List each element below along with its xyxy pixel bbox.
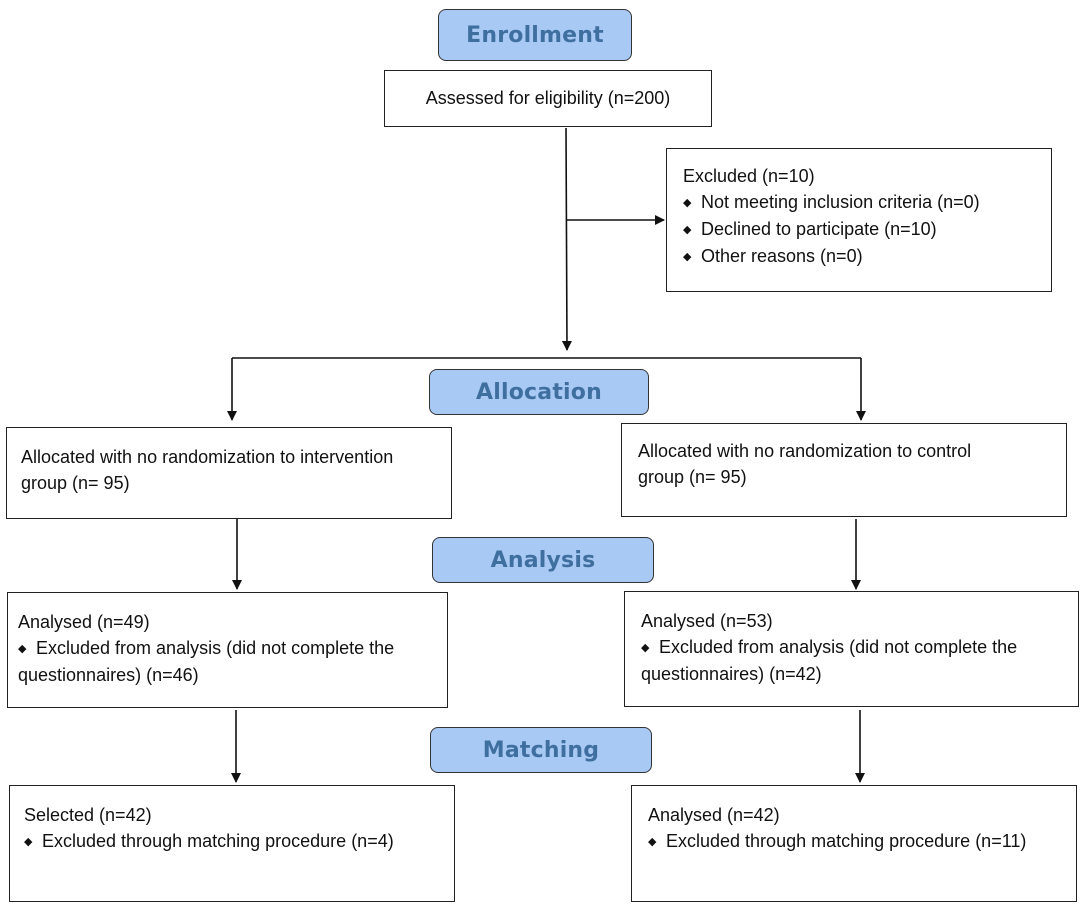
- excluded-item: ◆Not meeting inclusion criteria (n=0): [683, 189, 1051, 216]
- analysed-control-line2: questionnaires) (n=42): [641, 664, 822, 684]
- diamond-bullet-icon: ◆: [683, 251, 692, 263]
- analysed-control-bullet: ◆Excluded from analysis (did not complet…: [641, 634, 1078, 661]
- stage-matching: Matching: [430, 727, 652, 773]
- analysed-intervention-title: Analysed (n=49): [18, 612, 150, 632]
- excluded-item: ◆Other reasons (n=0): [683, 243, 1051, 270]
- stage-enrollment: Enrollment: [438, 9, 632, 61]
- selected-intervention-title: Selected (n=42): [24, 805, 152, 825]
- assessed-text: Assessed for eligibility (n=200): [425, 88, 671, 108]
- matched-control-bullet: ◆Excluded through matching procedure (n=…: [648, 828, 1076, 855]
- allocated-control-line1: Allocated with no randomization to contr…: [638, 441, 972, 461]
- connector-main-vertical: [561, 127, 572, 351]
- diamond-bullet-icon: ◆: [24, 836, 33, 848]
- analysed-control-title: Analysed (n=53): [641, 611, 773, 631]
- allocated-control-box: Allocated with no randomization to contr…: [621, 423, 1067, 517]
- allocated-intervention-box: Allocated with no randomization to inter…: [6, 427, 452, 519]
- analysed-control-box: Analysed (n=53) ◆Excluded from analysis …: [624, 591, 1079, 707]
- selected-intervention-box: Selected (n=42) ◆Excluded through matchi…: [9, 785, 455, 902]
- excluded-box: Excluded (n=10) ◆Not meeting inclusion c…: [666, 148, 1052, 292]
- allocated-intervention-line2: group (n= 95): [21, 473, 130, 493]
- excluded-item: ◆Declined to participate (n=10): [683, 216, 1051, 243]
- stage-analysis-label: Analysis: [490, 547, 596, 573]
- analysed-intervention-bullet: ◆Excluded from analysis (did not complet…: [18, 635, 447, 662]
- excluded-title: Excluded (n=10): [683, 166, 815, 186]
- stage-allocation: Allocation: [429, 369, 649, 415]
- allocated-control-line2: group (n= 95): [638, 467, 747, 487]
- matched-control-title: Analysed (n=42): [648, 805, 780, 825]
- allocated-intervention-line1: Allocated with no randomization to inter…: [21, 447, 394, 467]
- stage-enrollment-label: Enrollment: [466, 22, 604, 48]
- assessed-box: Assessed for eligibility (n=200): [384, 70, 712, 127]
- stage-allocation-label: Allocation: [476, 379, 602, 405]
- diamond-bullet-icon: ◆: [648, 836, 657, 848]
- stage-analysis: Analysis: [432, 537, 654, 583]
- diamond-bullet-icon: ◆: [641, 642, 650, 654]
- diamond-bullet-icon: ◆: [683, 224, 692, 236]
- diamond-bullet-icon: ◆: [18, 643, 27, 655]
- analysed-intervention-line2: questionnaires) (n=46): [18, 665, 199, 685]
- analysed-intervention-box: Analysed (n=49) ◆Excluded from analysis …: [7, 592, 448, 708]
- matched-control-box: Analysed (n=42) ◆Excluded through matchi…: [631, 785, 1077, 902]
- selected-intervention-bullet: ◆Excluded through matching procedure (n=…: [24, 828, 454, 855]
- diamond-bullet-icon: ◆: [683, 197, 692, 209]
- stage-matching-label: Matching: [482, 737, 600, 763]
